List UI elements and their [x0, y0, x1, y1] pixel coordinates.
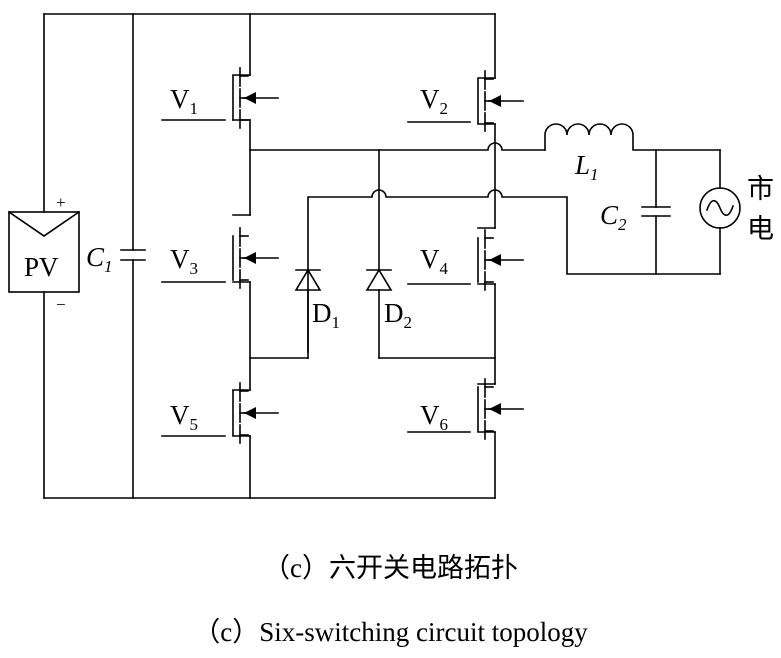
- grid-source: 市 电: [699, 149, 774, 275]
- switch-v2: V2: [407, 70, 524, 132]
- v5-label: V5: [170, 400, 198, 434]
- circuit-diagram: PV + − C1 V1: [7, 13, 774, 499]
- grid-char-2: 电: [747, 214, 774, 244]
- pv-minus-label: −: [56, 295, 66, 314]
- diode-d1: D1: [249, 268, 340, 359]
- switch-v4: V4: [407, 229, 524, 291]
- v2-label: V2: [420, 84, 448, 118]
- switch-v6: V6: [407, 378, 524, 440]
- pv-panel: PV + −: [7, 193, 81, 314]
- pv-label: PV: [24, 252, 59, 282]
- caption-chinese: （c）六开关电路拓扑: [263, 553, 518, 583]
- v4-label: V4: [420, 244, 449, 278]
- inductor-l1: L1: [544, 123, 721, 184]
- diode-d2: D2: [365, 149, 496, 359]
- v6-label: V6: [420, 400, 448, 434]
- dc-rails: [43, 13, 496, 499]
- neutral-wire: [307, 189, 721, 353]
- v1-label: V1: [170, 84, 198, 118]
- c2-label: C2: [600, 200, 627, 234]
- capacitor-c2: C2: [600, 149, 671, 275]
- right-leg: [477, 13, 496, 499]
- switch-v5: V5: [161, 382, 279, 444]
- l1-label: L1: [574, 150, 599, 184]
- v3-label: V3: [170, 244, 198, 278]
- switch-v1: V1: [161, 67, 279, 129]
- switch-v3: V3: [161, 227, 279, 289]
- capacitor-c1: C1: [86, 13, 146, 499]
- d2-label: D2: [384, 298, 412, 332]
- caption-english: （c）Six-switching circuit topology: [193, 617, 588, 647]
- pv-plus-label: +: [56, 193, 66, 212]
- d1-label: D1: [312, 298, 340, 332]
- ac-output-wire: [249, 142, 546, 151]
- left-leg: [232, 13, 251, 499]
- grid-char-1: 市: [747, 174, 774, 204]
- c1-label: C1: [86, 242, 113, 276]
